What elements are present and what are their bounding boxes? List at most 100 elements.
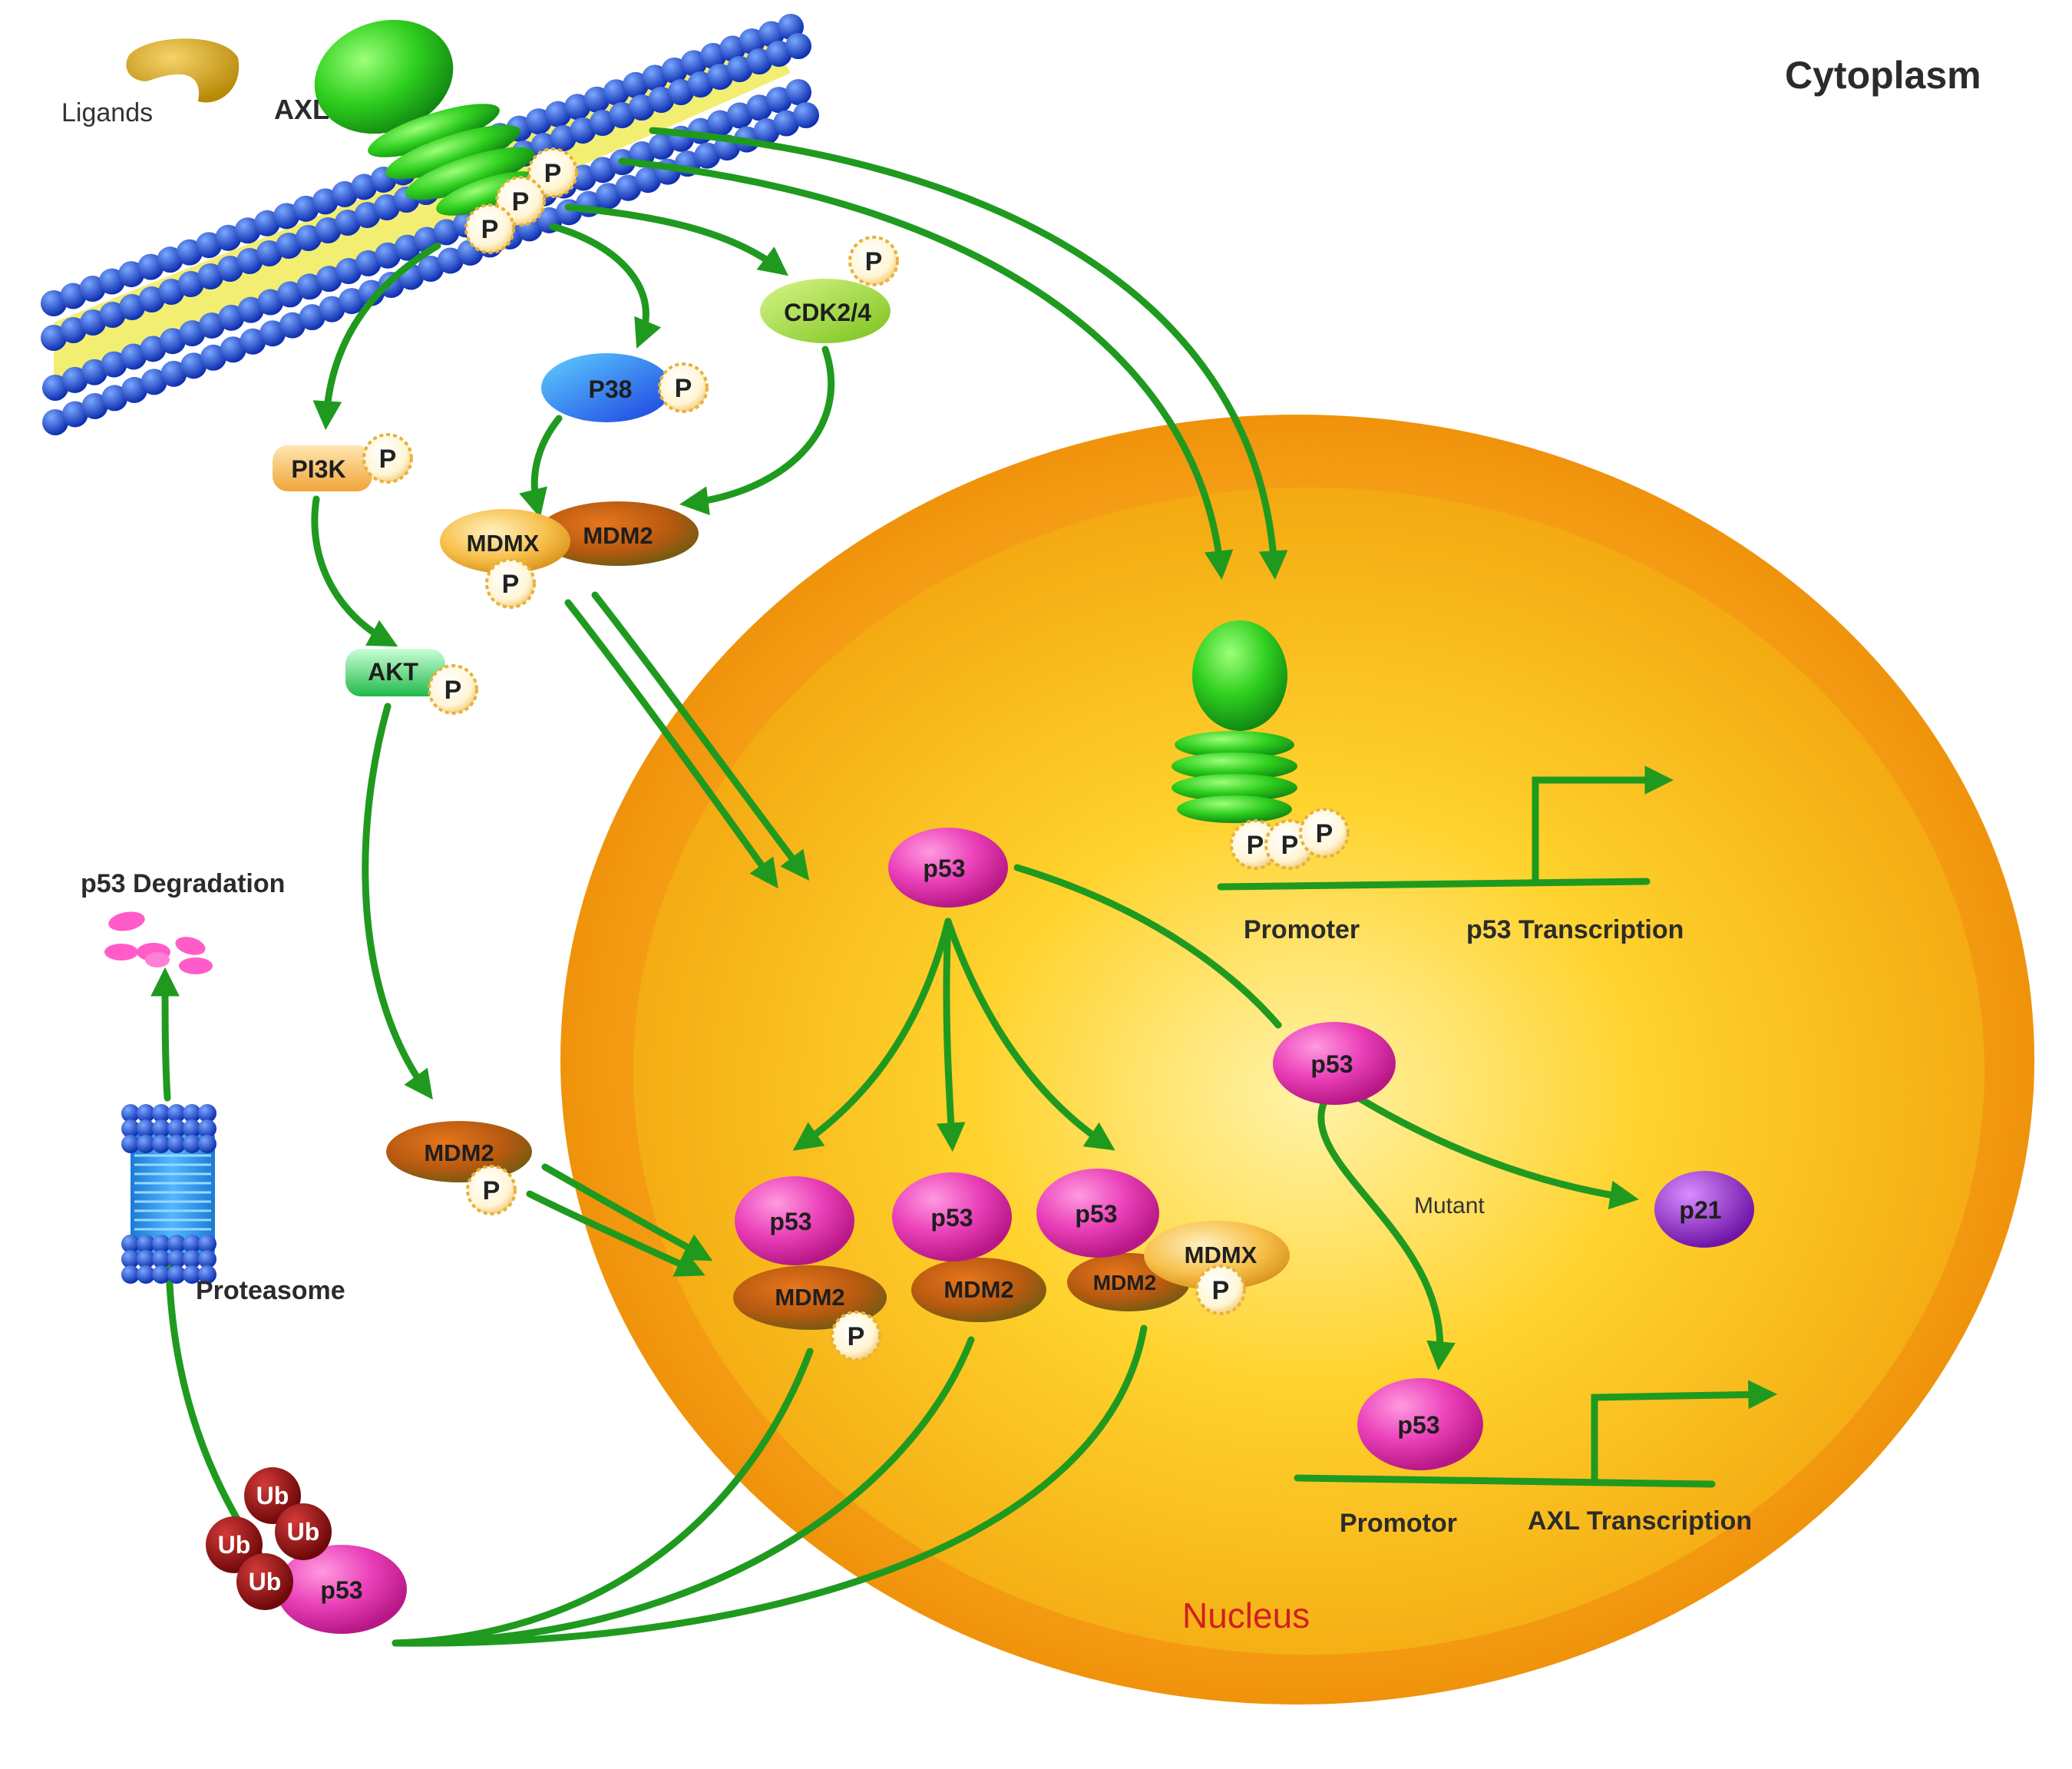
phosphate-node: P [428,664,478,715]
proteasome-subunit [198,1135,216,1153]
lipid-head [140,369,167,395]
lipid-head [339,288,365,315]
phosphate-node: P [848,236,899,286]
promotor-label: Promotor [1340,1509,1457,1538]
lipid-head [256,240,283,266]
lipid-head [158,279,185,305]
arrow-axl-to-nucleus-2 [649,127,1288,580]
proteasome-subunit [167,1119,186,1138]
lipid-head [160,360,187,387]
proteasome-subunit [198,1235,216,1253]
arrow-mdm2-to-nucleus-2 [526,1190,706,1277]
proteasome-subunit [121,1135,140,1153]
proteasome-icon [121,1104,216,1284]
ubiquitin-label: Ub [218,1531,251,1559]
lipid-head [257,289,284,316]
proteasome-subunit [167,1250,186,1268]
phosphate-label: P [675,374,692,403]
lipid-head [236,248,263,274]
proteasome-subunit [121,1250,140,1268]
proteasome-subunit [137,1135,155,1153]
nucleus-label: Nucleus [1182,1595,1310,1635]
phosphate-label: P [1281,831,1299,860]
promoter-line-axl [1294,1474,1716,1488]
lipid-head [140,336,167,362]
mdm2-label-lower: MDM2 [424,1139,494,1166]
lipid-head [745,48,772,74]
lipid-head [61,401,88,428]
proteasome-subunit [183,1119,201,1138]
lipid-head [198,312,225,339]
lipid-head [319,296,345,322]
mdmx-mdm2-complex-cytoplasm: MDMX MDM2 [440,501,699,574]
lipid-head [279,312,306,339]
lipid-head [355,250,382,276]
phosphate-node: P [1195,1265,1246,1315]
proteasome-subunit [183,1135,201,1153]
lipid-head [687,71,714,98]
proteasome-subunit [121,1104,140,1123]
proteasome-subunit [152,1119,170,1138]
p53-mdm2-complex: p53 MDM2 [892,1172,1046,1322]
proteasome-subunit [198,1119,216,1138]
phosphate-label: P [481,215,499,244]
lipid-head [60,317,87,343]
lipid-head [609,102,636,128]
lipid-head [315,217,342,243]
proteasome-subunit [152,1104,170,1123]
lipid-head [433,219,460,246]
lipid-head [628,94,655,121]
p53-transcription-label: p53 Transcription [1466,915,1684,944]
lipid-head [180,352,207,379]
mdmx-label-c3: MDMX [1185,1242,1257,1268]
phosphate-label: P [1212,1276,1230,1305]
lipid-head [335,258,362,285]
lipid-head [119,294,146,320]
arrow-p53-to-p53-right [1013,864,1282,1029]
lipid-head [240,328,266,355]
p21-label: p21 [1679,1196,1721,1224]
lipid-head [437,247,464,274]
arrow-proteasome-to-degradation [150,967,180,1102]
cdk24-node: CDK2/4 [760,279,891,343]
lipid-head [121,376,147,403]
p53-label-mutant: p53 [1397,1411,1439,1439]
phosphate-label: P [544,159,562,188]
phosphate-node: P [527,147,578,198]
phosphate-label: P [483,1176,501,1205]
lipid-head [80,309,107,336]
arrow-p53-to-complex-2 [936,918,966,1152]
line-complex-2-to-ub-p53 [392,1336,975,1647]
p53-label-c3: p53 [1075,1200,1117,1228]
arrow-axl-to-cdk24 [564,203,788,276]
proteasome-subunit [167,1265,186,1284]
proteasome-subunit [198,1250,216,1268]
phosphate-node: P [831,1311,881,1361]
lipid-head [295,225,322,251]
arrow-p53-to-complex-1 [792,918,952,1151]
proteasome-subunit [137,1235,155,1253]
p21-node: p21 [1654,1171,1754,1248]
p53-node-mutant: p53 [1357,1378,1483,1470]
proteasome-subunit [198,1265,216,1284]
lipid-head [707,110,734,137]
p53-node-central: p53 [888,828,1008,908]
proteasome-subunit [137,1104,155,1123]
proteasome-subunit [167,1135,186,1153]
phosphate-label: P [1247,831,1264,860]
phosphate-label: P [444,676,462,705]
lipid-head [177,271,204,297]
phosphate-label: P [848,1322,865,1351]
lipid-head [354,202,381,228]
lipid-head [99,302,126,328]
proteasome-label: Proteasome [196,1276,345,1305]
pi3k-node: PI3K [273,445,372,491]
lipid-head [793,102,819,128]
p53-transcription-start-arrow [1532,765,1674,885]
phosphate-label: P [379,445,397,474]
lipid-head [220,336,246,363]
lipid-head [259,320,286,347]
lipid-head [706,64,733,90]
proteasome-subunit [121,1235,140,1253]
